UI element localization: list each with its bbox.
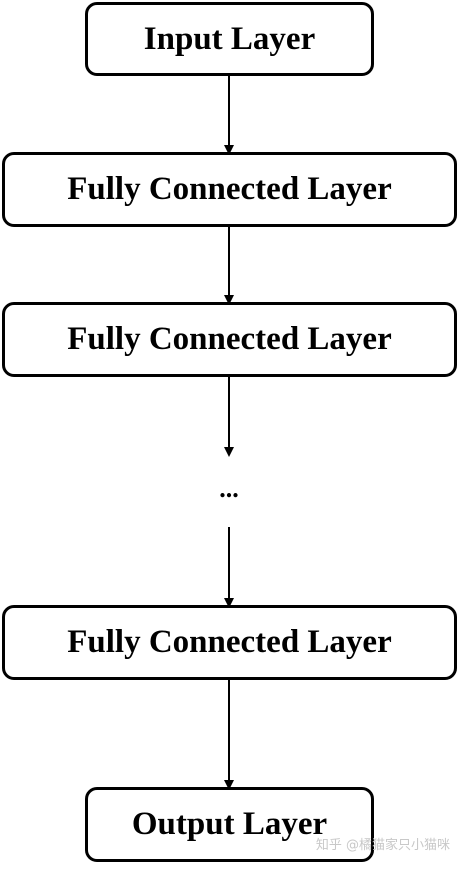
watermark-text: 知乎 @橘猫家只小猫咪: [315, 838, 450, 853]
input-layer-box: Input Layer: [85, 2, 374, 76]
output-layer-box: Output Layer: [85, 787, 374, 862]
output-layer-label: Output Layer: [131, 806, 328, 842]
fully-connected-layer-3-box: Fully Connected Layer: [2, 605, 457, 680]
fully-connected-layer-2-label: Fully Connected Layer: [67, 321, 392, 357]
input-layer-label: Input Layer: [143, 20, 316, 57]
ellipsis-separator: ...: [219, 474, 239, 503]
fully-connected-layer-1-label: Fully Connected Layer: [67, 171, 392, 207]
fully-connected-layer-3-label: Fully Connected Layer: [67, 624, 392, 660]
fully-connected-layer-1-box: Fully Connected Layer: [2, 152, 457, 227]
fully-connected-layer-2-box: Fully Connected Layer: [2, 302, 457, 377]
